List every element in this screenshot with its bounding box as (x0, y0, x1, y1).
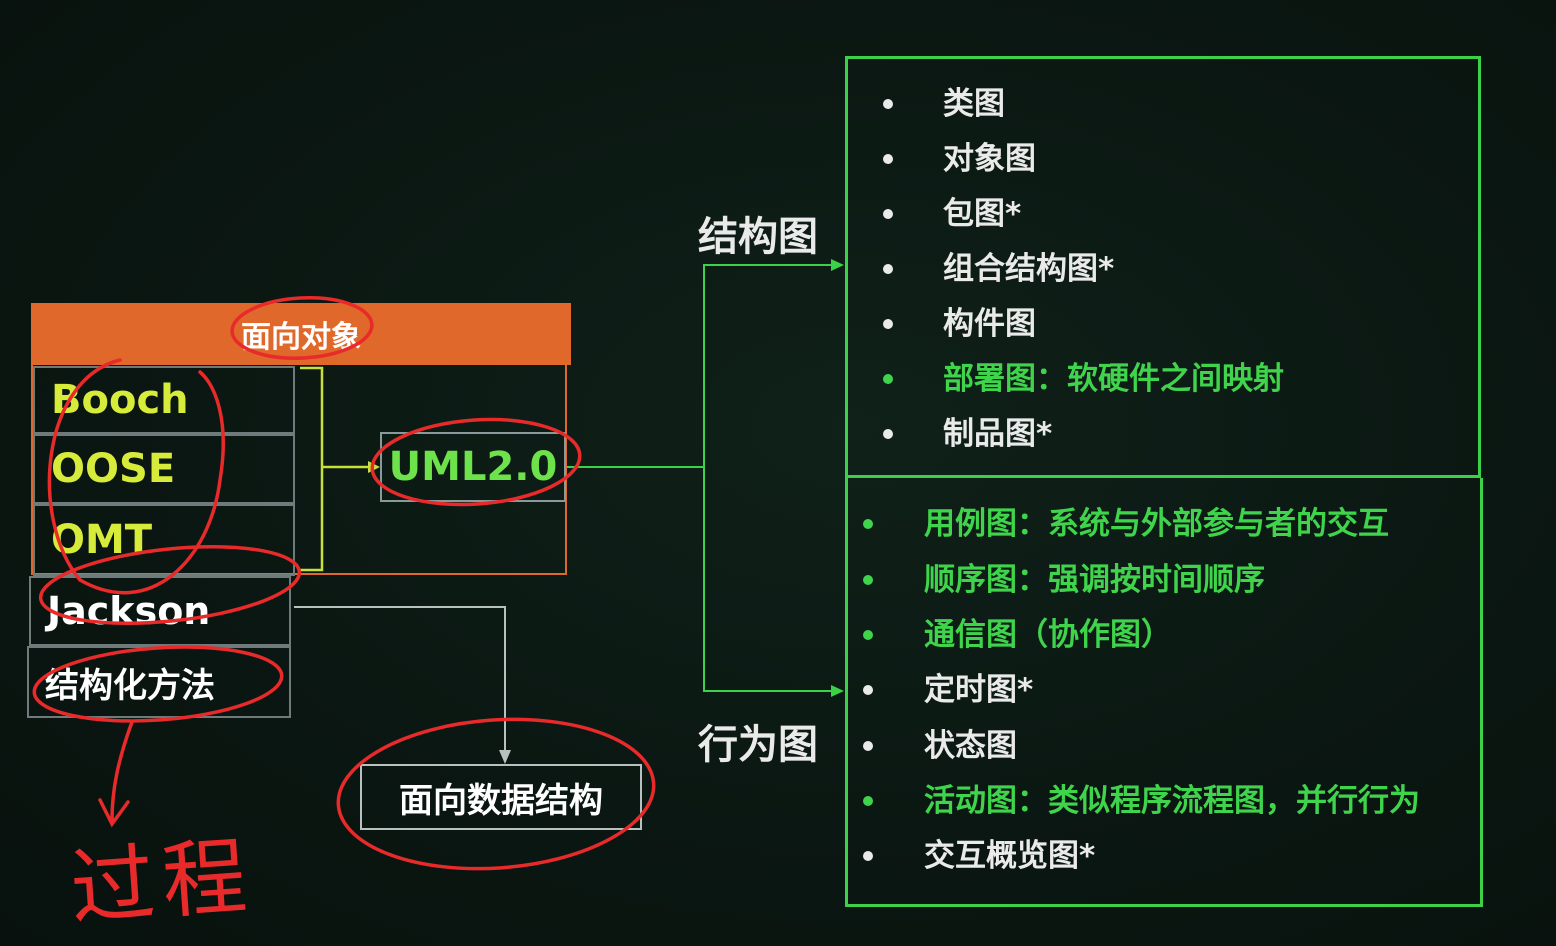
annotation-circle-uml (370, 417, 582, 507)
behavior-arrowhead (831, 685, 844, 697)
list-item-text: 定时图* (924, 672, 1034, 708)
method-booch: Booch (33, 366, 295, 434)
list-item-text: 部署图：软硬件之间映射 (943, 361, 1284, 397)
list-item-text: 制品图* (943, 416, 1053, 452)
bullet-icon (863, 630, 873, 640)
annotation-circle-jackson (38, 544, 302, 626)
list-item: 类图 (883, 86, 1005, 122)
bullet-icon (863, 685, 873, 695)
method-label: Booch (51, 377, 189, 423)
bullet-icon (883, 264, 893, 274)
bullet-icon (883, 429, 893, 439)
behavior-diagram-panel: 用例图：系统与外部参与者的交互 顺序图：强调按时间顺序 通信图（协作图） 定时图… (845, 478, 1483, 907)
list-item: 包图* (883, 196, 1022, 232)
bullet-icon (863, 519, 873, 529)
list-item: 活动图：类似程序流程图，并行行为 (863, 783, 1420, 819)
bullet-icon (863, 851, 873, 861)
list-item-text: 通信图（协作图） (924, 617, 1172, 653)
method-omt: OMT (33, 504, 295, 576)
method-label: OOSE (51, 446, 176, 492)
list-item: 对象图 (883, 141, 1036, 177)
list-item: 交互概览图* (863, 838, 1096, 874)
behavior-diagram-label: 行为图 (698, 722, 818, 768)
list-item-text: 用例图：系统与外部参与者的交互 (924, 506, 1389, 542)
structure-diagram-panel: 类图 对象图 包图* 组合结构图* 构件图 部署图：软硬件之间映射 制品图* (845, 56, 1481, 478)
annotation-circle-structured (32, 645, 284, 723)
jackson-arrowhead (499, 750, 511, 764)
annotation-arrow-down (98, 720, 134, 828)
bullet-icon (863, 575, 873, 585)
list-item-text: 组合结构图* (943, 251, 1115, 287)
uml-label: UML2.0 (388, 444, 558, 490)
object-oriented-header: 面向对象 (31, 303, 571, 365)
list-item-text: 对象图 (943, 141, 1036, 177)
method-oose: OOSE (33, 434, 295, 504)
list-item-text: 交互概览图* (924, 838, 1096, 874)
data-structure-label: 面向数据结构 (399, 780, 603, 821)
uml-box: UML2.0 (380, 432, 566, 502)
bullet-icon (883, 319, 893, 329)
list-item: 顺序图：强调按时间顺序 (863, 562, 1265, 598)
methods-bracket (300, 366, 372, 572)
list-item: 通信图（协作图） (863, 617, 1172, 653)
list-item-text: 类图 (943, 86, 1005, 122)
structure-diagram-label: 结构图 (698, 214, 818, 260)
uml-split-line (566, 264, 832, 692)
data-structure-box: 面向数据结构 (360, 764, 642, 830)
method-label: OMT (51, 517, 153, 563)
method-label: 结构化方法 (45, 665, 215, 706)
bullet-icon (883, 99, 893, 109)
list-item-text: 构件图 (943, 306, 1036, 342)
bullet-icon (863, 796, 873, 806)
list-item-text: 活动图：类似程序流程图，并行行为 (924, 783, 1420, 819)
list-item: 构件图 (883, 306, 1036, 342)
annotation-circle-header (230, 296, 374, 360)
list-item: 用例图：系统与外部参与者的交互 (863, 506, 1389, 542)
list-item: 定时图* (863, 672, 1034, 708)
method-jackson: Jackson (29, 576, 291, 646)
annotation-loop-methods (47, 358, 225, 595)
list-item: 组合结构图* (883, 251, 1115, 287)
bullet-icon (883, 374, 893, 384)
jackson-line (294, 606, 506, 752)
object-oriented-title: 面向对象 (241, 320, 361, 355)
list-item: 状态图 (863, 728, 1017, 764)
bullet-icon (883, 154, 893, 164)
structure-arrowhead (831, 259, 844, 271)
annotation-circle-data-structure (336, 717, 656, 871)
bullet-icon (883, 209, 893, 219)
handwritten-process-note: 过程 (67, 826, 258, 938)
list-item-text: 状态图 (924, 728, 1017, 764)
method-label: Jackson (47, 589, 211, 633)
bullet-icon (863, 741, 873, 751)
list-item: 部署图：软硬件之间映射 (883, 361, 1284, 397)
list-item: 制品图* (883, 416, 1053, 452)
list-item-text: 顺序图：强调按时间顺序 (924, 562, 1265, 598)
list-item-text: 包图* (943, 196, 1022, 232)
